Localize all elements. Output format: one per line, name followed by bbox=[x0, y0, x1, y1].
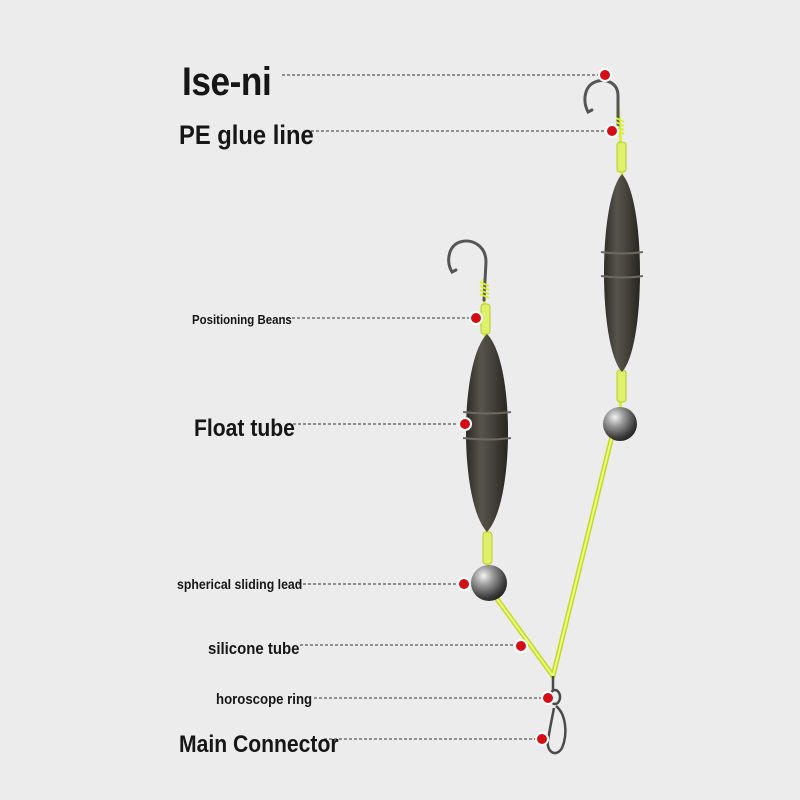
marker-horoscope-ring bbox=[541, 691, 555, 705]
label-main-connector: Main Connector bbox=[179, 731, 339, 758]
main-line-highlight bbox=[488, 427, 615, 677]
float-band-right-1 bbox=[600, 251, 644, 255]
float-band-left-2 bbox=[462, 437, 512, 441]
pe-glue-wraps bbox=[479, 117, 625, 299]
hook-right-icon bbox=[583, 79, 620, 130]
marker-float-tube bbox=[458, 417, 472, 431]
label-positioning-beans: Positioning Beans bbox=[192, 312, 292, 327]
bead-left-lower bbox=[482, 531, 493, 565]
marker-silicone-tube bbox=[514, 639, 528, 653]
bead-right-lower bbox=[616, 369, 627, 403]
label-pe-glue-line: PE glue line bbox=[179, 120, 314, 150]
lead-ball-right bbox=[603, 407, 637, 441]
marker-spherical-sliding-lead bbox=[457, 577, 471, 591]
label-silicone-tube: silicone tube bbox=[208, 639, 300, 658]
marker-positioning-beans bbox=[469, 311, 483, 325]
float-tube-right bbox=[604, 174, 640, 372]
label-float-tube: Float tube bbox=[194, 415, 295, 442]
marker-main-connector bbox=[535, 732, 549, 746]
marker-iseni bbox=[598, 68, 612, 82]
marker-pe-glue-line bbox=[605, 124, 619, 138]
label-iseni: Ise-ni bbox=[182, 60, 272, 104]
label-horoscope-ring: horoscope ring bbox=[216, 691, 313, 708]
snap-clip-icon bbox=[546, 705, 567, 755]
positioning-beans bbox=[480, 141, 627, 565]
pe-wrap-left bbox=[479, 281, 490, 299]
float-tubes bbox=[462, 174, 644, 532]
float-tube-left bbox=[466, 334, 508, 532]
markers bbox=[457, 68, 619, 746]
lead-ball-left bbox=[471, 565, 507, 601]
main-connector-icon bbox=[546, 676, 567, 755]
bead-right-upper bbox=[616, 141, 627, 173]
hooks bbox=[447, 79, 620, 302]
main-line-outer bbox=[486, 425, 617, 679]
hook-left-icon bbox=[447, 239, 488, 302]
label-spherical-sliding-lead: spherical sliding lead bbox=[177, 576, 303, 592]
float-band-left-1 bbox=[462, 411, 512, 415]
leader-lines bbox=[282, 74, 612, 740]
pe-wrap-right bbox=[615, 117, 625, 135]
float-band-right-2 bbox=[600, 275, 644, 279]
